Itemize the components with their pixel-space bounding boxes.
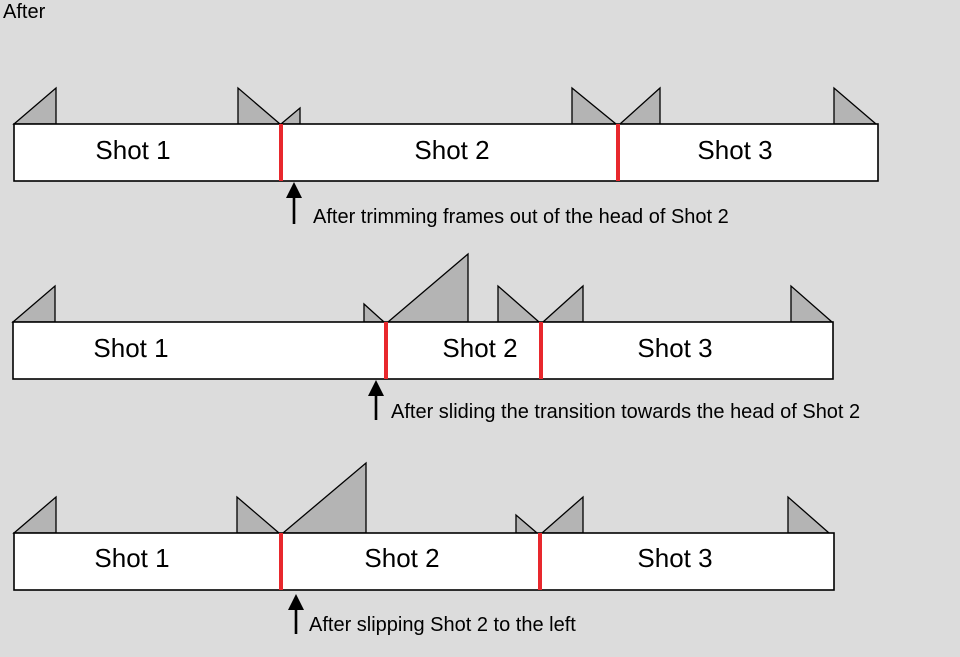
up-arrow-icon xyxy=(286,182,302,224)
shot-3-label: Shot 3 xyxy=(637,333,712,363)
head-ramp-shot-2 xyxy=(279,106,301,125)
tail-ramp-shot-1 xyxy=(237,86,282,125)
shot-2-label: Shot 2 xyxy=(442,333,517,363)
tail-ramp-shot-1 xyxy=(363,302,386,323)
timeline-strip xyxy=(13,532,835,591)
shot-2-label: Shot 2 xyxy=(364,543,439,573)
shot-1-label: Shot 1 xyxy=(94,543,169,573)
up-arrow-icon xyxy=(288,594,304,634)
row-caption: After slipping Shot 2 to the left xyxy=(309,614,576,636)
shot-2-label: Shot 2 xyxy=(414,135,489,165)
timeline-strip xyxy=(12,321,834,380)
timeline-row-slide: Shot 1 Shot 2 Shot 3 After sliding the t… xyxy=(11,252,860,423)
head-ramp-shot-1 xyxy=(12,495,57,534)
page-title: After xyxy=(3,1,46,23)
tail-ramp-shot-1 xyxy=(236,495,281,534)
shot-1-label: Shot 1 xyxy=(95,135,170,165)
head-ramp-shot-3 xyxy=(540,495,584,534)
head-ramp-shot-2 xyxy=(386,252,469,323)
tail-ramp-shot-3 xyxy=(833,86,878,125)
timeline-row-slip: Shot 1 Shot 2 Shot 3 After slipping Shot… xyxy=(12,461,835,636)
shot-3-label: Shot 3 xyxy=(697,135,772,165)
tail-ramp-shot-2 xyxy=(571,86,618,125)
tail-ramp-shot-3 xyxy=(790,284,834,323)
row-caption: After sliding the transition towards the… xyxy=(391,401,860,423)
head-ramp-shot-3 xyxy=(541,284,584,323)
timeline-strip xyxy=(13,123,879,182)
head-ramp-shot-3 xyxy=(618,86,661,125)
up-arrow-icon xyxy=(368,380,384,420)
timeline-row-trim: Shot 1 Shot 2 Shot 3 After trimming fram… xyxy=(12,86,879,228)
tail-ramp-shot-2 xyxy=(497,284,541,323)
tail-ramp-shot-2 xyxy=(515,513,539,534)
tail-ramp-shot-3 xyxy=(787,495,831,534)
head-ramp-shot-1 xyxy=(11,284,56,323)
shot-3-label: Shot 3 xyxy=(637,543,712,573)
shot-1-label: Shot 1 xyxy=(93,333,168,363)
head-ramp-shot-1 xyxy=(12,86,57,125)
head-ramp-shot-2 xyxy=(281,461,367,534)
row-caption: After trimming frames out of the head of… xyxy=(313,206,729,228)
